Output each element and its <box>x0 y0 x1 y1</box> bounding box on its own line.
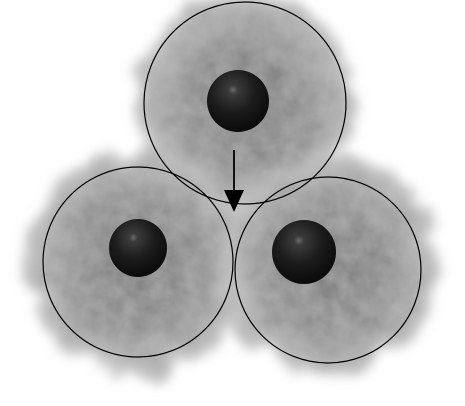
electron-clouds <box>26 0 438 376</box>
nucleus-top <box>207 70 269 132</box>
nucleus-left <box>109 219 167 277</box>
nucleus-right <box>272 220 336 284</box>
